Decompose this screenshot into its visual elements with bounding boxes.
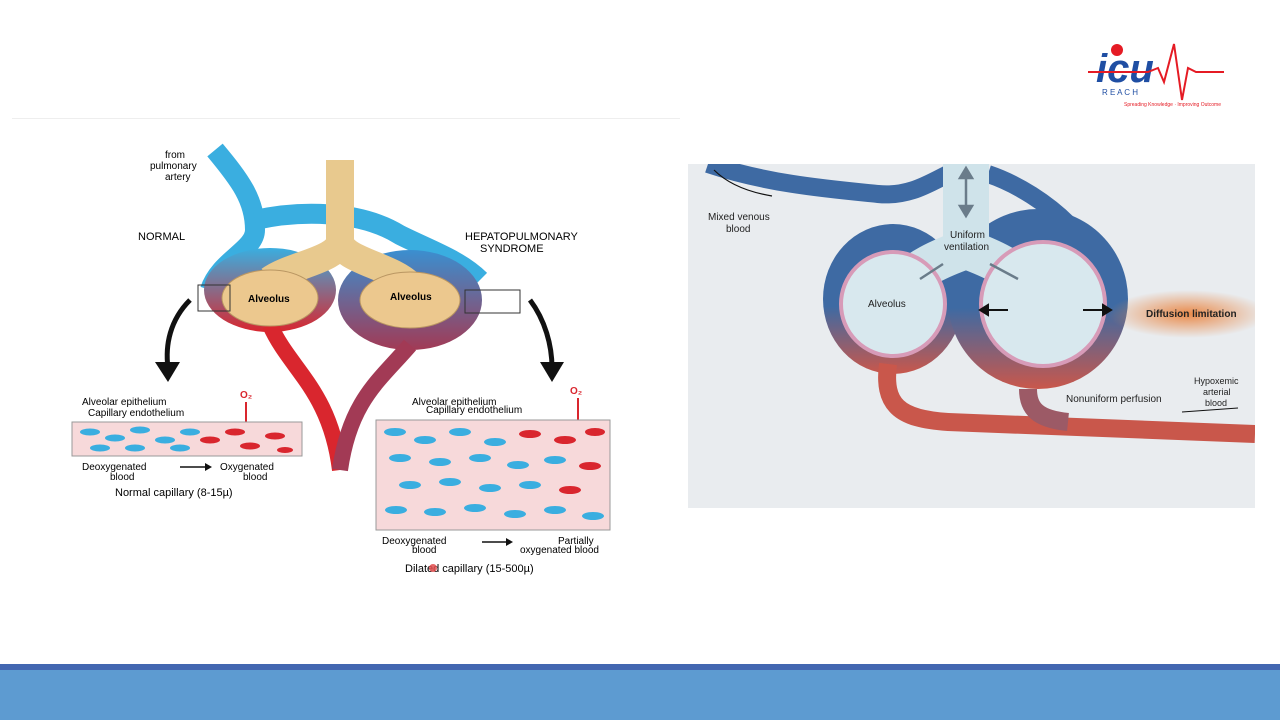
normal-caption: Normal capillary (8-15µ) bbox=[115, 487, 233, 499]
alveolus-right bbox=[359, 271, 461, 329]
normal-oxygenated-2: blood bbox=[243, 472, 267, 483]
heartbeat-line-icon bbox=[1088, 43, 1224, 101]
arrow-down-left-icon bbox=[164, 298, 192, 369]
diffusion-arrows bbox=[978, 303, 1113, 317]
from-label: from bbox=[165, 150, 185, 161]
nonuniform-perfusion-label: Nonuniform perfusion bbox=[1066, 394, 1162, 405]
normal-deoxygenated-2: blood bbox=[110, 472, 134, 483]
hps-oxygenated-1: Partially bbox=[558, 536, 594, 547]
hypoxemic-arrow-icon bbox=[1181, 407, 1239, 413]
hps-label-line2: SYNDROME bbox=[480, 243, 544, 255]
pulmonary-label: pulmonary bbox=[150, 161, 197, 172]
alveolus-left bbox=[221, 269, 319, 327]
hps-oxygenated-2: oxygenated blood bbox=[520, 545, 599, 556]
diffusion-limitation-diagram: Mixed venous blood Uniform ventilation A… bbox=[688, 164, 1255, 508]
normal-label: NORMAL bbox=[138, 231, 185, 243]
alveolus-right bbox=[979, 240, 1107, 368]
arrow-down-right-icon bbox=[527, 298, 555, 369]
uniform-ventilation-1: Uniform bbox=[950, 230, 985, 241]
normal-rbcs bbox=[80, 426, 293, 453]
mixed-venous-label-2: blood bbox=[726, 224, 750, 235]
diffusion-glow bbox=[1108, 290, 1255, 338]
hps-capillary-diagram: Alveolus Alveolus from pulmonary artery … bbox=[71, 143, 611, 575]
alveolus-right-label: Alveolus bbox=[390, 292, 432, 303]
hps-label-line1: HEPATOPULMONARY bbox=[465, 231, 579, 243]
alveolus-left bbox=[839, 250, 947, 358]
diffusion-limitation-label: Diffusion limitation bbox=[1146, 309, 1237, 320]
arterial-outflow-right bbox=[1019, 388, 1070, 431]
zoom-box-right bbox=[464, 289, 521, 314]
uniform-ventilation-2: ventilation bbox=[944, 242, 989, 253]
icu-reach-logo: icu R E A C H Spreading Knowledge · Impr… bbox=[1088, 43, 1224, 108]
arrowhead-left-icon bbox=[155, 362, 180, 382]
hps-deoxygenated-2: blood bbox=[412, 545, 436, 556]
footer-band bbox=[0, 670, 1280, 720]
mixed-venous-arrow-icon bbox=[713, 169, 773, 197]
mixed-venous-vessel bbox=[705, 164, 953, 204]
normal-flow-arrowhead-icon bbox=[205, 463, 212, 471]
mixed-venous-label-1: Mixed venous bbox=[708, 212, 770, 223]
footer-band-line bbox=[0, 664, 1280, 670]
hps-flow-arrowhead-icon bbox=[506, 538, 513, 546]
pulmonary-vein-right bbox=[332, 339, 417, 472]
arrowhead-right-icon bbox=[540, 362, 564, 382]
normal-epithelium-label: Alveolar epithelium bbox=[82, 397, 167, 408]
alveolus-left-label: Alveolus bbox=[248, 294, 290, 305]
hps-capillary bbox=[375, 419, 611, 531]
hps-caption: Dilated capillary (15-500µ) bbox=[405, 563, 534, 575]
title-divider bbox=[12, 118, 680, 119]
hps-rbcs bbox=[384, 428, 605, 520]
alveolus-label: Alveolus bbox=[868, 299, 906, 310]
normal-endothelium-label: Capillary endothelium bbox=[88, 408, 184, 419]
normal-oxygenated-1: Oxygenated bbox=[220, 462, 274, 473]
normal-o2-label: O₂ bbox=[240, 390, 252, 401]
pulmonary-vein bbox=[262, 321, 348, 472]
hypoxemic-label-3: blood bbox=[1205, 398, 1227, 408]
hps-epithelium-label: Alveolar epithelium bbox=[412, 397, 497, 408]
artery-label: artery bbox=[165, 172, 191, 183]
hypoxemic-label-2: arterial bbox=[1203, 387, 1231, 397]
logo-tagline: Spreading Knowledge · Improving Outcome bbox=[1124, 102, 1221, 108]
hps-deoxygenated-1: Deoxygenated bbox=[382, 536, 447, 547]
ventilation-arrows bbox=[919, 165, 1019, 281]
zoom-box-left bbox=[197, 284, 231, 312]
logo-subtitle: R E A C H bbox=[1102, 88, 1138, 97]
logo-brand: icu bbox=[1096, 47, 1154, 91]
hps-endothelium-label: Capillary endothelium bbox=[426, 405, 522, 416]
logo-dot-icon bbox=[1111, 44, 1123, 56]
hps-o2-label: O₂ bbox=[570, 386, 582, 397]
arterial-outflow bbox=[878, 362, 1255, 443]
laser-pointer-dot bbox=[429, 564, 437, 572]
hypoxemic-label-1: Hypoxemic bbox=[1194, 376, 1239, 386]
normal-deoxygenated-1: Deoxygenated bbox=[82, 462, 147, 473]
